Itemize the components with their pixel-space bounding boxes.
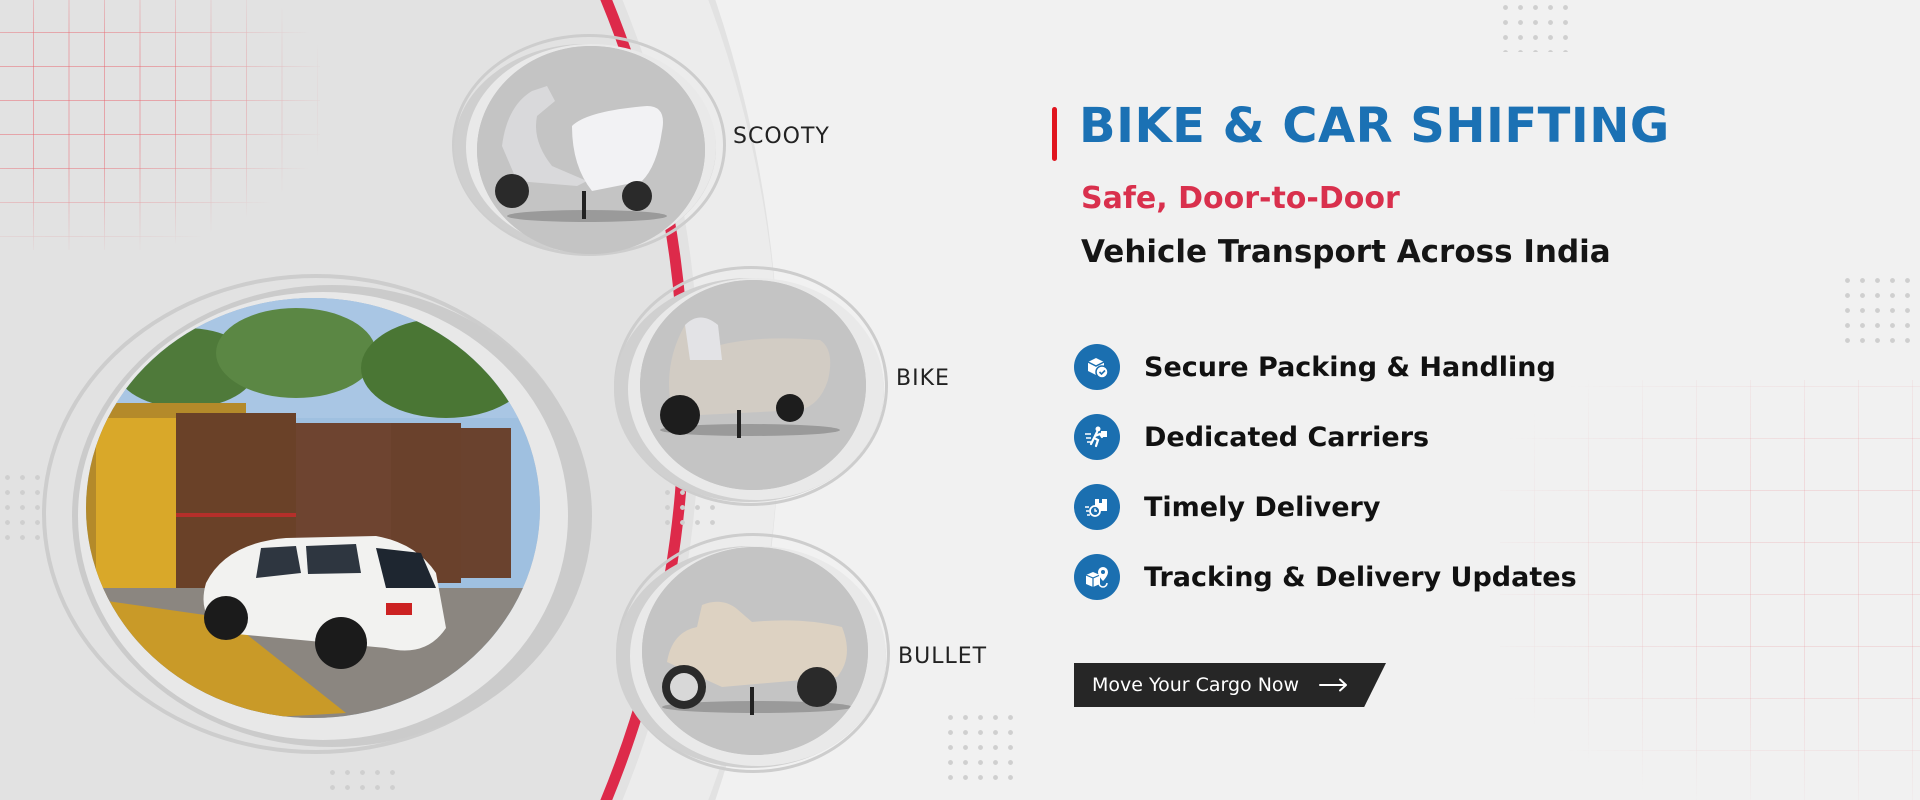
feature-label: Timely Delivery: [1144, 491, 1381, 523]
dot-pattern: [1840, 273, 1915, 348]
vehicle-label-bike: BIKE: [896, 366, 950, 391]
feature-item-dedicated-carriers: Dedicated Carriers: [1074, 414, 1429, 460]
dot-pattern: [943, 710, 1018, 785]
dot-pattern: [0, 470, 45, 545]
dot-pattern: [325, 765, 400, 800]
feature-label: Dedicated Carriers: [1144, 421, 1430, 453]
wrapped-motorbike-photo: [640, 280, 866, 490]
vehicle-label-bullet: BULLET: [898, 644, 988, 669]
scooty-ring: [452, 34, 726, 256]
title-accent-bar: [1052, 107, 1057, 161]
dot-pattern: [1498, 0, 1573, 52]
feature-item-timely-delivery: Timely Delivery: [1074, 484, 1380, 530]
package-location-icon: [1074, 554, 1120, 600]
arrow-right-icon: [1319, 678, 1348, 692]
feature-label: Secure Packing & Handling: [1144, 351, 1556, 383]
scooty-photo: [477, 46, 705, 254]
car-loading-into-container-truck-photo: [86, 298, 540, 718]
main-photo: [86, 298, 540, 718]
subtitle-highlight: Safe, Door-to-Door: [1081, 181, 1400, 216]
fast-delivery-clock-icon: [1074, 484, 1120, 530]
cta-label: Move Your Cargo Now: [1092, 674, 1300, 696]
vehicle-label-scooty: SCOOTY: [733, 124, 830, 149]
package-shield-icon: [1074, 344, 1120, 390]
page-title: BIKE & CAR SHIFTING: [1079, 98, 1670, 154]
move-cargo-button[interactable]: Move Your Cargo Now: [1074, 663, 1386, 707]
grid-pattern-left: [0, 0, 320, 250]
feature-item-tracking-updates: Tracking & Delivery Updates: [1074, 554, 1577, 600]
wrapped-bullet-motorcycle-photo: [642, 547, 868, 755]
feature-item-secure-packing: Secure Packing & Handling: [1074, 344, 1556, 390]
wrapped-scooter-photo: [477, 46, 705, 254]
bike-photo: [640, 280, 866, 490]
subtitle: Vehicle Transport Across India: [1081, 234, 1611, 270]
delivery-runner-icon: [1074, 414, 1120, 460]
bullet-photo: [642, 547, 868, 755]
feature-label: Tracking & Delivery Updates: [1144, 561, 1577, 593]
grid-pattern-right: [1500, 380, 1920, 800]
